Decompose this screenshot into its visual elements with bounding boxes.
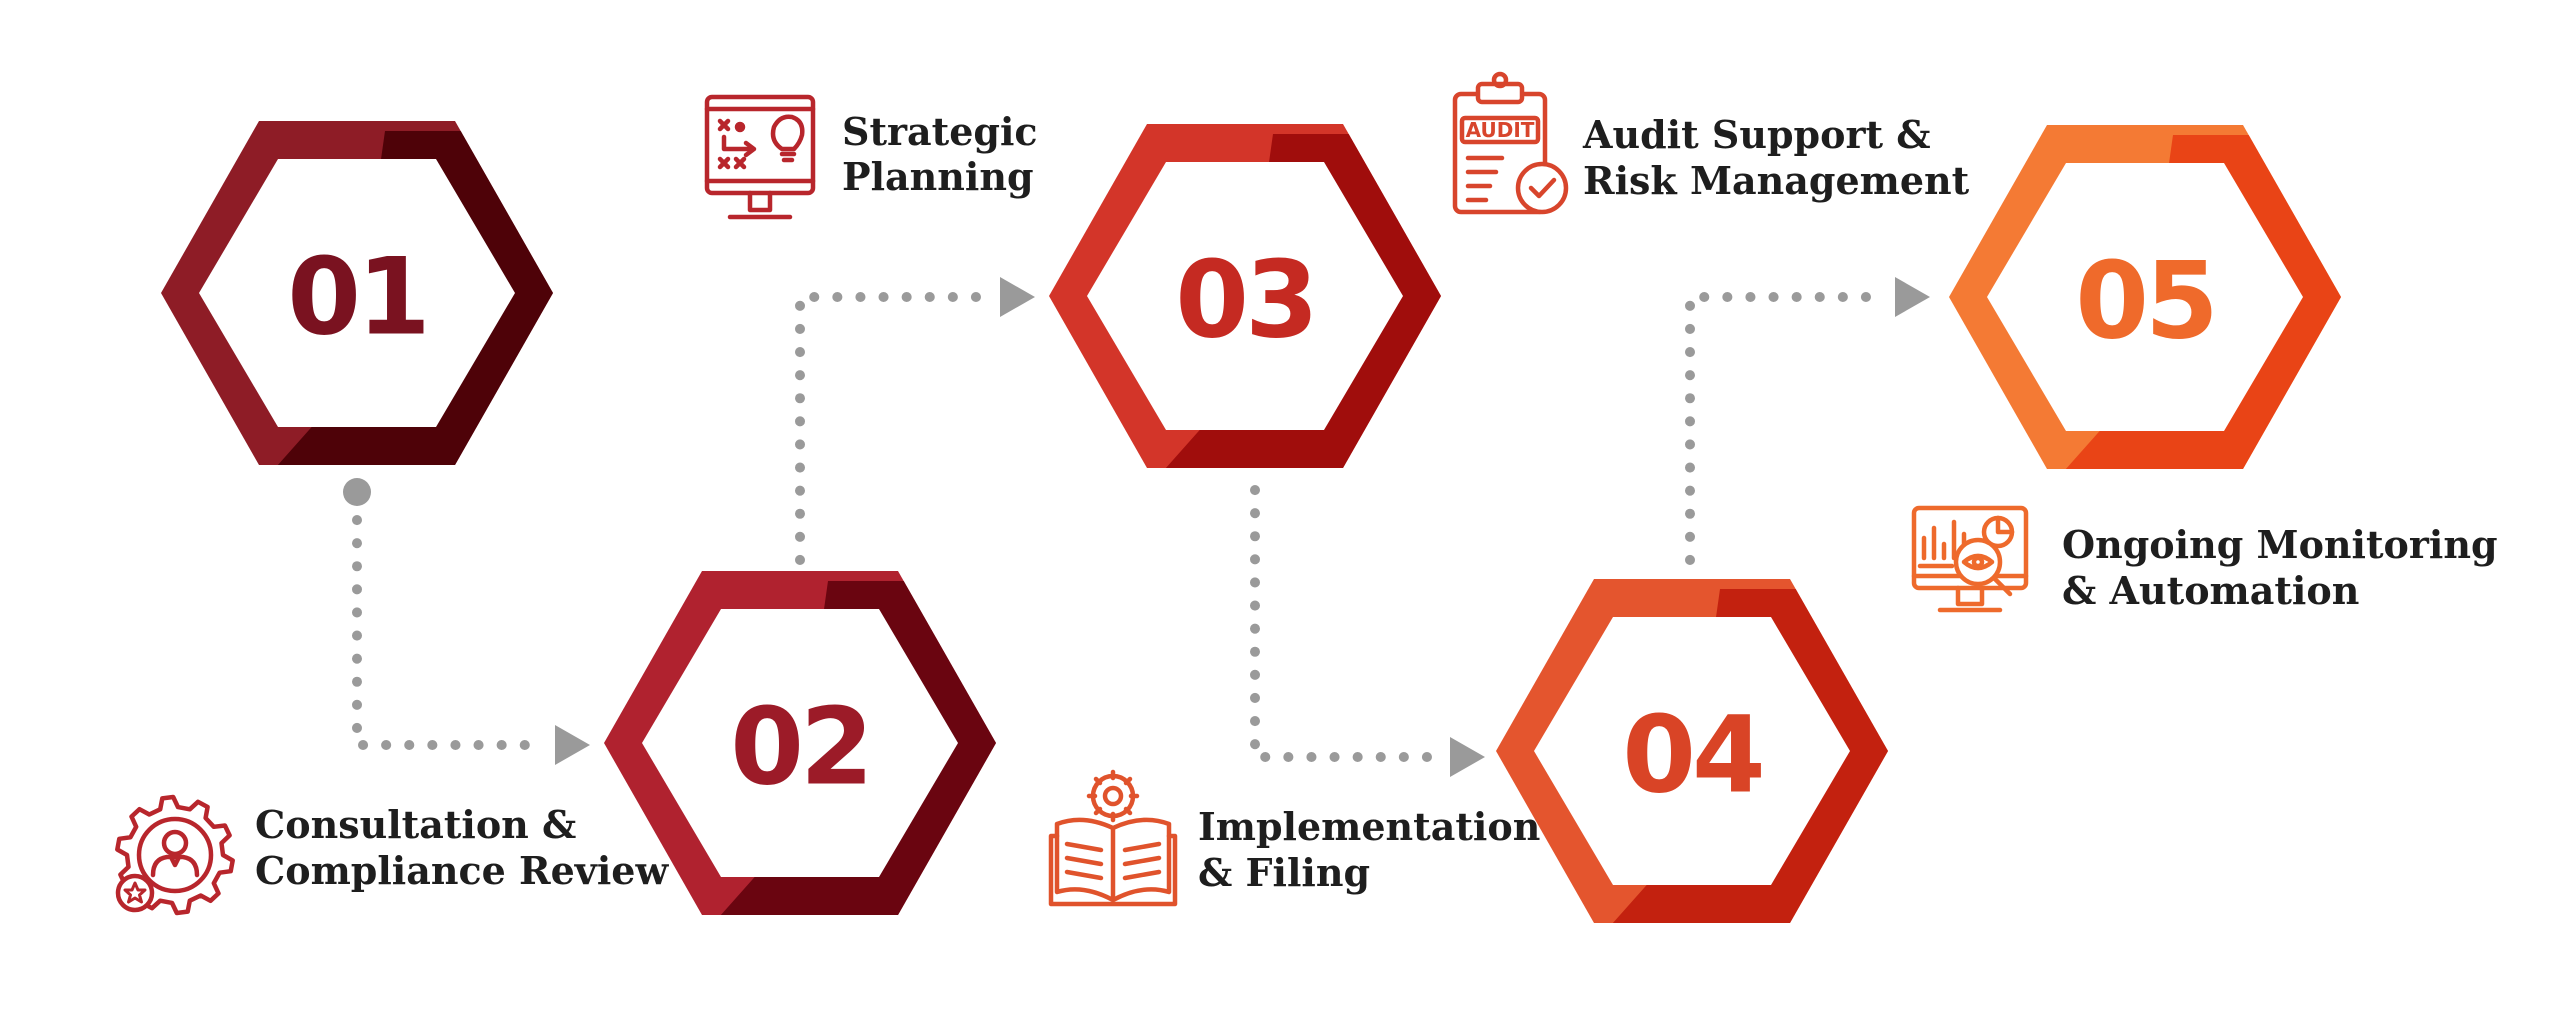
step-label-line-2: Compliance Review [255, 848, 669, 893]
connectors [352, 292, 1885, 762]
step-03-hexagon: 03 [1049, 124, 1441, 468]
step-label-line-2: Risk Management [1583, 158, 1970, 203]
step-03-label: Audit Support & Risk Management [1582, 112, 1970, 203]
connector-1-to-2 [352, 515, 550, 750]
hexagon-inner [1987, 163, 2303, 431]
audit-clipboard-icon: AUDIT [1452, 71, 1569, 215]
step-label-line-1: Consultation & [255, 802, 576, 847]
step-label-line-2: & Automation [2062, 568, 2359, 613]
step-label-line-1: Implementation [1198, 804, 1540, 849]
connector-2-to-3 [795, 292, 990, 565]
step-02-label: Strategic Planning [842, 109, 1038, 199]
hexagon-inner [1087, 162, 1403, 430]
step-05-label: Ongoing Monitoring & Automation [2062, 522, 2498, 613]
arrowhead-to-step-03 [1000, 277, 1035, 317]
step-number: 03 [1175, 239, 1315, 362]
step-label-line-1: Ongoing Monitoring [2062, 522, 2498, 567]
arrowhead-to-step-04 [1450, 737, 1485, 777]
audit-icon-text: AUDIT [1466, 118, 1535, 142]
step-number: 02 [730, 686, 870, 809]
step-label-line-1: Audit Support & [1582, 112, 1931, 157]
connector-3-to-4 [1250, 485, 1440, 762]
step-label-line-1: Strategic [842, 109, 1038, 154]
hexagon-inner [199, 159, 515, 427]
step-02-hexagon: 02 [604, 571, 996, 915]
connector-start-dot [343, 478, 371, 506]
connector-4-to-5 [1685, 292, 1885, 565]
step-label-line-2: Planning [842, 154, 1034, 199]
step-04-label: Implementation & Filing [1198, 804, 1540, 895]
step-01-hexagon: 01 [161, 121, 553, 465]
arrowhead-to-step-05 [1895, 277, 1930, 317]
step-number: 04 [1622, 694, 1762, 817]
hexagon-inner [642, 609, 958, 877]
step-01-label: Consultation & Compliance Review [255, 802, 669, 893]
strategy-monitor-icon [704, 94, 816, 220]
arrowhead-to-step-02 [555, 725, 590, 765]
analytics-monitor-icon [1911, 505, 2029, 613]
gear-person-icon [115, 794, 235, 916]
step-label-line-2: & Filing [1198, 850, 1370, 895]
step-04-hexagon: 04 [1496, 579, 1888, 923]
hexagon-inner [1534, 617, 1850, 885]
step-05-hexagon: 05 [1949, 125, 2341, 469]
step-number: 01 [287, 236, 427, 359]
open-book-gear-icon [1048, 769, 1178, 907]
step-number: 05 [2075, 240, 2215, 363]
